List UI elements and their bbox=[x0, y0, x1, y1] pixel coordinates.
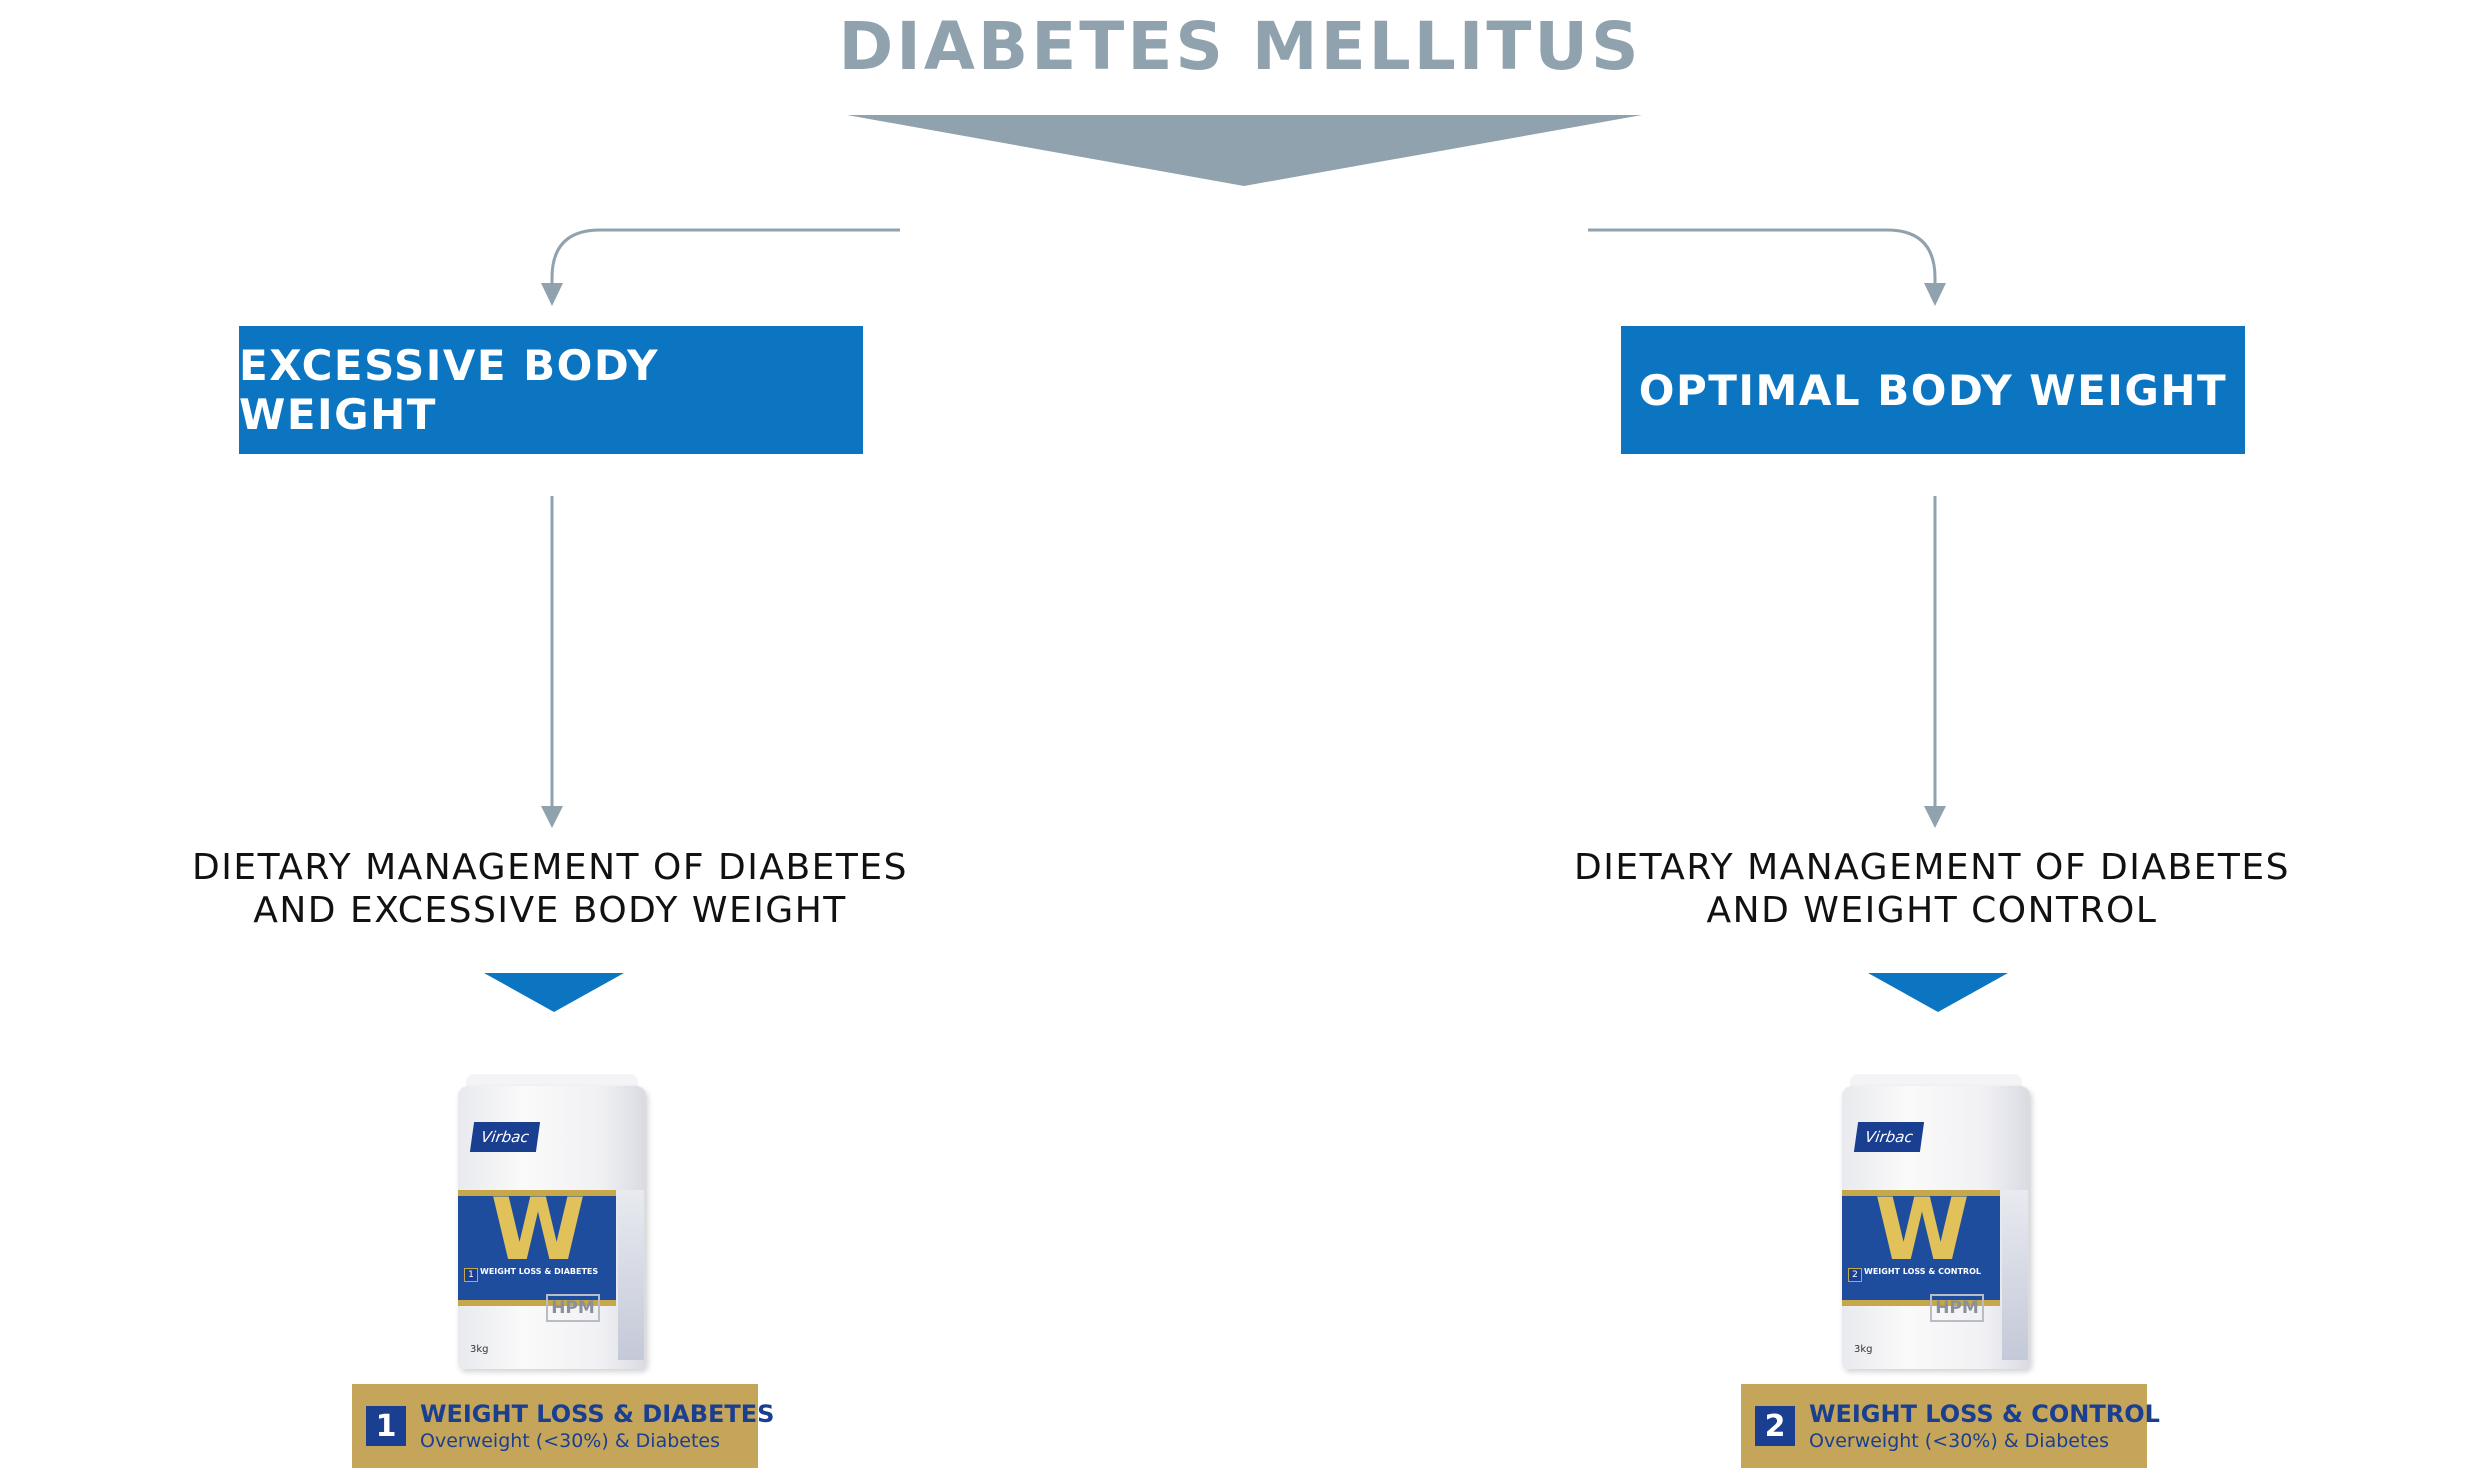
arrowhead-left-top bbox=[541, 283, 563, 306]
bag-side-panel bbox=[618, 1190, 644, 1360]
bag-weight: 3kg bbox=[470, 1344, 489, 1355]
product-bag-weight-loss-control: Virbac W 2 WEIGHT LOSS & CONTROL HPM 3kg bbox=[1842, 1074, 2030, 1369]
title-triangle bbox=[847, 115, 1642, 186]
management-line: AND WEIGHT CONTROL bbox=[1706, 890, 2158, 931]
product-number-badge: 1 bbox=[366, 1406, 406, 1446]
virbac-logo: Virbac bbox=[469, 1122, 541, 1152]
bag-number-badge: 1 bbox=[464, 1268, 478, 1282]
arrowhead-right-bottom bbox=[1924, 806, 1946, 828]
management-text-right: DIETARY MANAGEMENT OF DIABETES AND WEIGH… bbox=[1532, 846, 2332, 932]
bag-weight: 3kg bbox=[1854, 1344, 1873, 1355]
diagram-title: DIABETES MELLITUS bbox=[838, 8, 1642, 85]
bag-number-badge: 2 bbox=[1848, 1268, 1862, 1282]
bag-side-panel bbox=[2002, 1190, 2028, 1360]
bag-blue-band bbox=[458, 1190, 616, 1306]
product-number-badge: 2 bbox=[1755, 1406, 1795, 1446]
curve-arrow-left bbox=[550, 228, 900, 295]
product-label-weight-loss-control: 2 WEIGHT LOSS & CONTROL Overweight (<30%… bbox=[1741, 1384, 2160, 1468]
virbac-logo: Virbac bbox=[1853, 1122, 1925, 1152]
product-label-weight-loss-diabetes: 1 WEIGHT LOSS & DIABETES Overweight (<30… bbox=[352, 1384, 774, 1468]
bag-hpm-mark: HPM bbox=[546, 1294, 600, 1322]
bag-blue-band bbox=[1842, 1190, 2000, 1306]
management-line: DIETARY MANAGEMENT OF DIABETES bbox=[1574, 847, 2290, 888]
product-bag-weight-loss-diabetes: Virbac W 1 WEIGHT LOSS & DIABETES HPM 3k… bbox=[458, 1074, 646, 1369]
box-optimal-body-weight: OPTIMAL BODY WEIGHT bbox=[1621, 326, 2245, 454]
management-line: AND EXCESSIVE BODY WEIGHT bbox=[253, 890, 847, 931]
management-text-left: DIETARY MANAGEMENT OF DIABETES AND EXCES… bbox=[150, 846, 950, 932]
management-line: DIETARY MANAGEMENT OF DIABETES bbox=[192, 847, 908, 888]
arrowhead-right-top bbox=[1924, 283, 1946, 306]
bag-letter: W bbox=[1874, 1180, 1970, 1280]
curve-arrow-right bbox=[1588, 228, 1937, 295]
chevron-left bbox=[484, 973, 624, 1012]
product-name: WEIGHT LOSS & DIABETES bbox=[420, 1400, 775, 1428]
chevron-right bbox=[1868, 973, 2008, 1012]
product-name: WEIGHT LOSS & CONTROL bbox=[1809, 1400, 2160, 1428]
bag-product-label: WEIGHT LOSS & DIABETES bbox=[480, 1267, 599, 1276]
product-subtitle: Overweight (<30%) & Diabetes bbox=[420, 1430, 721, 1452]
box-excessive-body-weight: EXCESSIVE BODY WEIGHT bbox=[239, 326, 863, 454]
product-subtitle: Overweight (<30%) & Diabetes bbox=[1809, 1430, 2110, 1452]
arrowhead-left-bottom bbox=[541, 806, 563, 828]
bag-hpm-mark: HPM bbox=[1930, 1294, 1984, 1322]
bag-letter: W bbox=[490, 1180, 586, 1280]
bag-product-label: WEIGHT LOSS & CONTROL bbox=[1864, 1267, 1981, 1276]
